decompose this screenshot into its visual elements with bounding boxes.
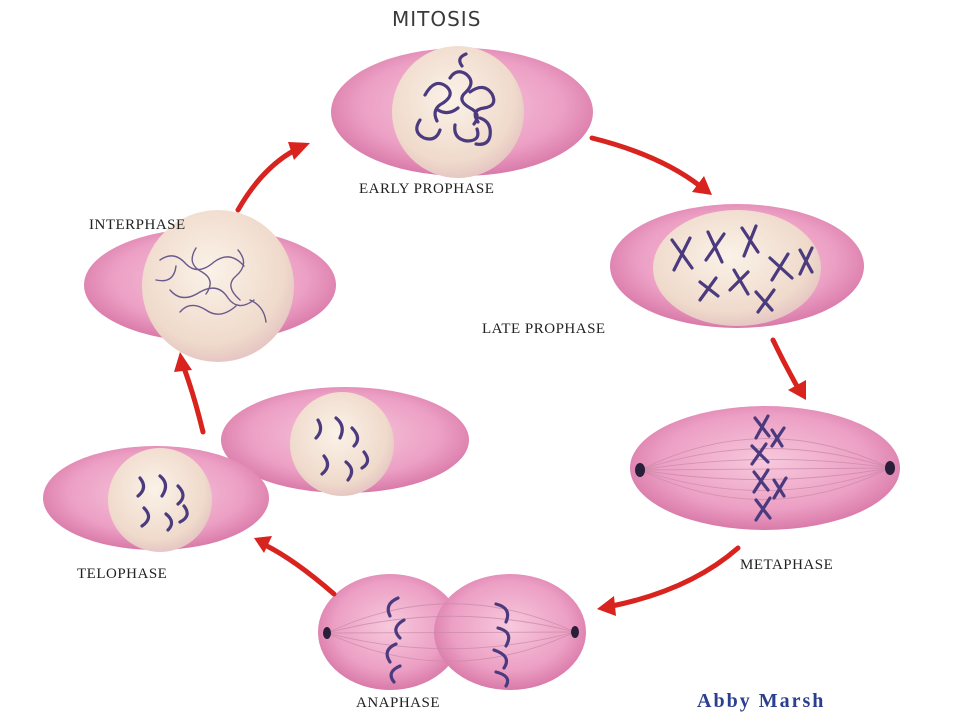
early-prophase-label: EARLY PROPHASE (359, 181, 494, 197)
metaphase-spindle (639, 438, 891, 500)
telophase-cells (43, 387, 469, 552)
anaphase-chromosomes (385, 596, 511, 688)
early-prophase-cell (331, 46, 593, 178)
arrow-late-to-metaphase (770, 337, 806, 400)
metaphase-label: METAPHASE (740, 557, 833, 573)
interphase-cell (84, 210, 336, 362)
interphase-label: INTERPHASE (89, 217, 186, 233)
anaphase-cell (318, 574, 586, 690)
arrow-early-to-late (589, 135, 712, 195)
metaphase-cell (630, 406, 900, 530)
author-signature: Abby Marsh (697, 690, 825, 712)
arrow-anaphase-to-telophase (254, 536, 337, 597)
anaphase-spindle (326, 603, 576, 662)
telophase-label: TELOPHASE (77, 566, 167, 582)
arrow-interphase-to-early (235, 142, 310, 213)
arrow-metaphase-to-anaphase (597, 545, 741, 616)
interphase-chromatin (155, 247, 267, 323)
cycle-arrows (174, 135, 806, 616)
metaphase-chromosomes (750, 414, 788, 522)
anaphase-label: ANAPHASE (356, 695, 440, 711)
arrow-telophase-to-interphase (174, 352, 206, 435)
telophase-chromosomes (136, 416, 370, 532)
late-prophase-label: LATE PROPHASE (482, 321, 606, 337)
late-prophase-chromosomes (670, 224, 814, 314)
late-prophase-cell (610, 204, 864, 328)
diagram-title: MITOSIS (392, 7, 481, 31)
early-prophase-chromatin (415, 52, 496, 146)
